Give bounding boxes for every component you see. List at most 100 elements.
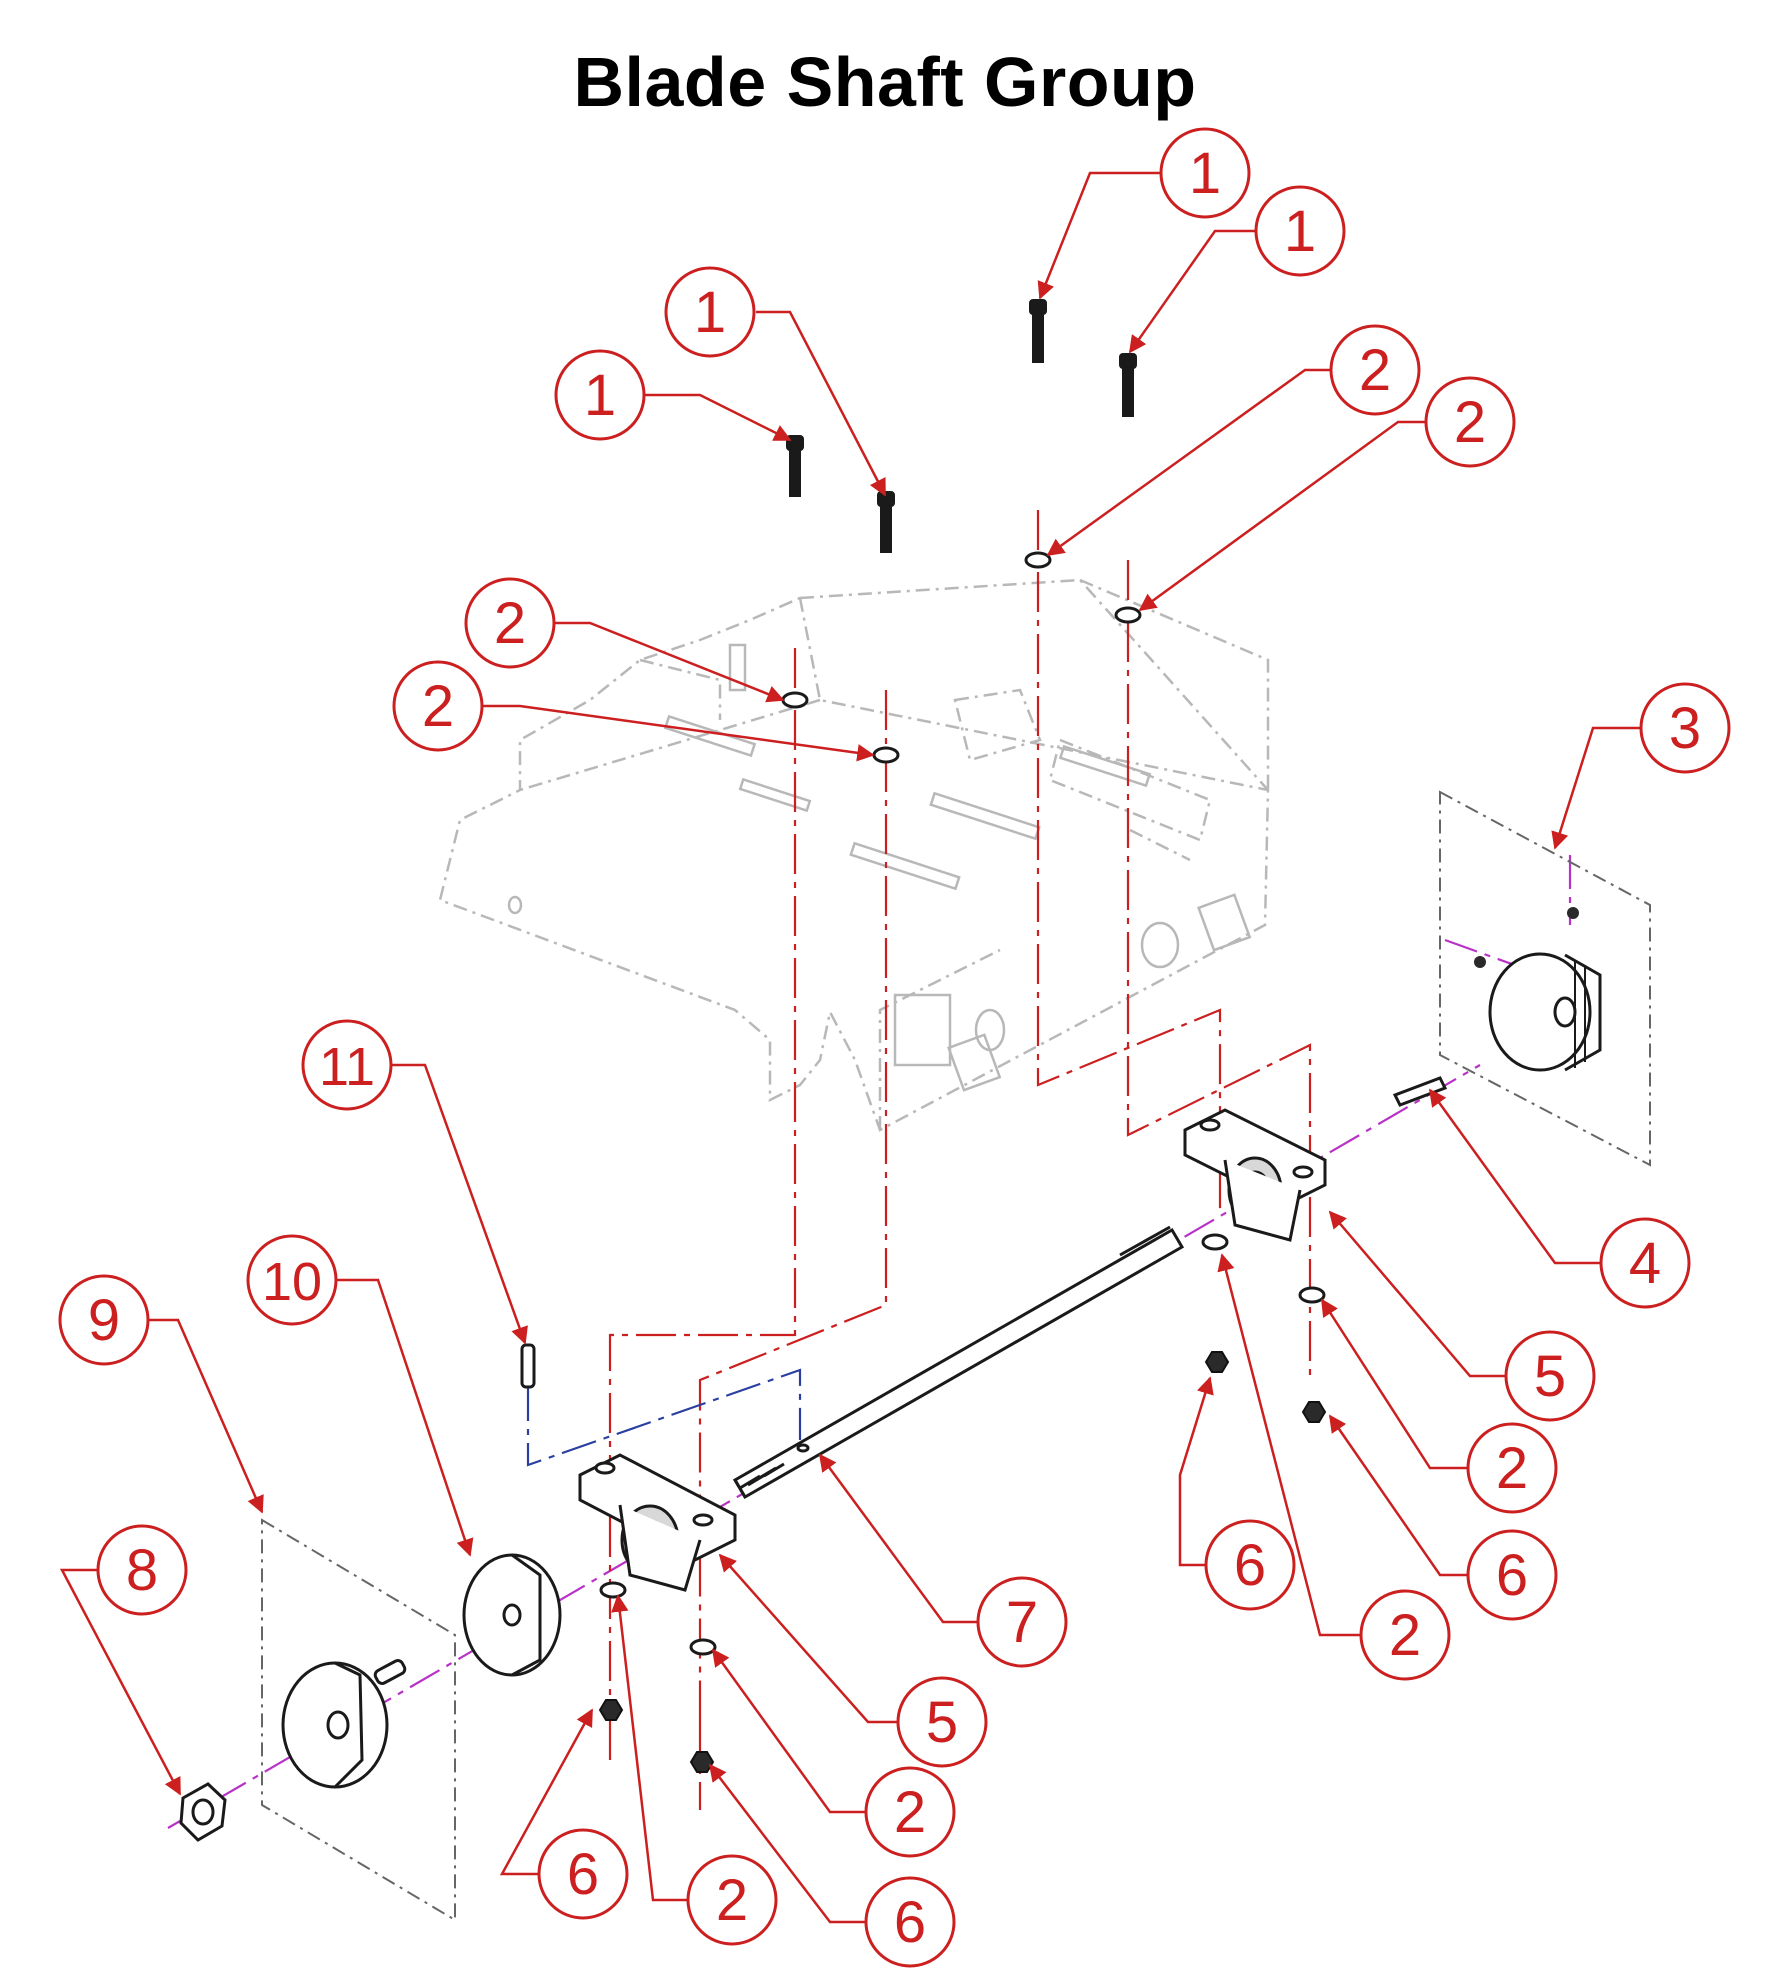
callout-label: 2	[1359, 338, 1391, 403]
nut	[598, 1699, 624, 1721]
callout-circle	[1466, 1422, 1558, 1514]
callout-circle	[1599, 1217, 1691, 1309]
callout-c2f: 2	[1359, 1589, 1451, 1681]
callout-label: 10	[262, 1252, 322, 1312]
bolt-2	[877, 491, 895, 553]
blade-shaft	[732, 1225, 1185, 1500]
callout-circle	[976, 1576, 1068, 1668]
callout-label: 5	[1534, 1344, 1566, 1409]
callout-circle	[664, 266, 756, 358]
callout-circle	[246, 1234, 338, 1326]
callout-c2d: 2	[392, 660, 484, 752]
callout-circle	[864, 1876, 956, 1968]
callout-circle	[392, 660, 484, 752]
callout-label: 4	[1629, 1231, 1661, 1296]
callout-c8: 8	[96, 1524, 188, 1616]
callout-circle	[1424, 376, 1516, 468]
washer	[1114, 606, 1142, 624]
washer	[872, 746, 900, 764]
callout-circle	[1359, 1589, 1451, 1681]
pin-wire	[526, 1368, 802, 1467]
leader-lines	[59, 171, 1640, 1924]
callout-circle	[1254, 185, 1346, 277]
frame-details	[507, 643, 1252, 1092]
callout-c2b: 2	[1424, 376, 1516, 468]
callout-label: 2	[494, 591, 526, 656]
callout-circle	[686, 1854, 778, 1946]
blade-nut	[179, 1782, 227, 1842]
dowel-pin	[520, 1343, 536, 1389]
callout-label: 8	[126, 1538, 158, 1603]
callout-label: 6	[894, 1890, 926, 1955]
callout-c10: 10	[246, 1234, 338, 1326]
callout-label: 6	[1234, 1533, 1266, 1598]
callout-c2a: 2	[1329, 324, 1421, 416]
callout-label: 6	[1496, 1543, 1528, 1608]
washer	[781, 691, 809, 709]
callout-label: 5	[926, 1690, 958, 1755]
callout-c9: 9	[58, 1274, 150, 1366]
callout-label: 2	[1496, 1436, 1528, 1501]
callout-label: 1	[584, 363, 616, 428]
callout-c1c: 1	[1159, 127, 1251, 219]
callout-label: 2	[1389, 1603, 1421, 1668]
callout-circle	[1159, 127, 1251, 219]
callout-circle	[1639, 682, 1731, 774]
alignment-lines	[608, 510, 1312, 1810]
nut	[689, 1751, 715, 1773]
callout-c4: 4	[1599, 1217, 1691, 1309]
washer	[1298, 1286, 1326, 1304]
callout-label: 11	[319, 1037, 375, 1097]
callout-c7: 7	[976, 1576, 1068, 1668]
callout-circle	[537, 1828, 629, 1920]
callout-label: 1	[1284, 199, 1316, 264]
callout-circle	[554, 349, 646, 441]
washer	[599, 1581, 627, 1599]
callout-circle	[896, 1676, 988, 1768]
bolt-3	[1029, 299, 1047, 363]
callout-c2g: 2	[864, 1766, 956, 1858]
callout-label: 2	[1454, 390, 1486, 455]
callout-c6c: 6	[1204, 1519, 1296, 1611]
callout-c1d: 1	[1254, 185, 1346, 277]
shaft-key	[1392, 1076, 1448, 1107]
callout-c1a: 1	[554, 349, 646, 441]
callout-c6a: 6	[1466, 1529, 1558, 1621]
callout-label: 9	[88, 1288, 120, 1353]
callout-c2c: 2	[464, 577, 556, 669]
callout-circle	[864, 1766, 956, 1858]
blade-flange	[462, 1553, 562, 1677]
bolt-4	[1119, 353, 1137, 417]
callout-circle	[464, 577, 556, 669]
callout-c1b: 1	[664, 266, 756, 358]
callout-label: 6	[567, 1842, 599, 1907]
nut	[1204, 1351, 1230, 1373]
outer-flange	[261, 1518, 456, 1922]
callout-c6d: 6	[864, 1876, 956, 1968]
callout-label: 1	[694, 280, 726, 345]
callout-circle	[1504, 1330, 1596, 1422]
callout-label: 3	[1669, 696, 1701, 761]
washer	[1024, 551, 1052, 569]
callout-c5a: 5	[1504, 1330, 1596, 1422]
callout-circle	[1329, 324, 1421, 416]
callout-circle	[1204, 1519, 1296, 1611]
callout-label: 2	[894, 1780, 926, 1845]
callout-label: 2	[716, 1868, 748, 1933]
nut	[1301, 1401, 1327, 1423]
bolt-1	[786, 435, 804, 497]
bearing-right	[1183, 1108, 1327, 1242]
washer	[689, 1638, 717, 1656]
callout-c3: 3	[1639, 682, 1731, 774]
bolt-parts	[786, 299, 1137, 553]
callout-c11: 11	[301, 1019, 393, 1111]
callout-c2e: 2	[1466, 1422, 1558, 1514]
callout-label: 1	[1189, 141, 1221, 206]
callout-circle	[301, 1019, 393, 1111]
callout-c5b: 5	[896, 1676, 988, 1768]
drive-pulley	[1439, 790, 1651, 1167]
callout-label: 2	[422, 674, 454, 739]
callout-label: 7	[1006, 1590, 1038, 1655]
washer-parts	[599, 551, 1326, 1656]
